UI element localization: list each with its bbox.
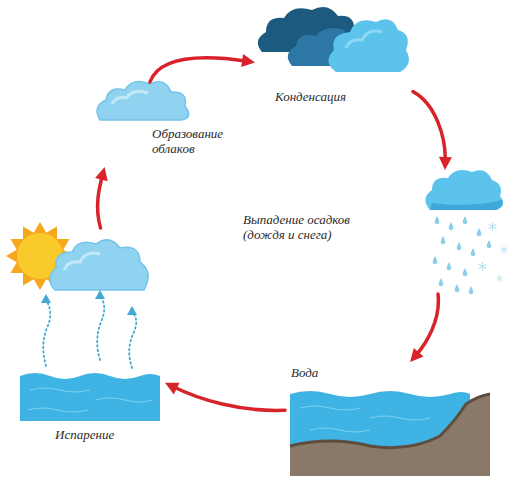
process-label: Выпадение осадков (дождя и снега) — [243, 212, 369, 242]
arrow-head — [439, 157, 452, 170]
arrow-line — [150, 58, 247, 82]
light-cloud — [328, 19, 408, 72]
cloud — [97, 82, 189, 120]
water-body — [20, 373, 160, 421]
stage-box: Образование облаков — [90, 82, 236, 167]
stage-label: Вода — [291, 365, 351, 380]
label-holder: Вода — [291, 365, 351, 380]
stage-box: Испарение — [15, 228, 165, 446]
water-waves — [28, 388, 152, 412]
label-holder: Испарение — [55, 427, 145, 442]
cycle-arrow — [150, 54, 255, 82]
arrow-line — [413, 92, 445, 356]
arrow-head — [410, 348, 423, 362]
label-holder: Образование облаков — [152, 126, 232, 156]
snowflakes — [479, 222, 508, 282]
raindrops — [433, 216, 492, 294]
cloud-highlight — [64, 253, 100, 270]
shore-edge — [290, 394, 490, 448]
cloud-highlight — [112, 91, 148, 104]
arrow-head — [241, 54, 255, 67]
arrow-head — [165, 383, 180, 395]
cloud — [50, 240, 148, 290]
rain-cloud-shade — [430, 200, 502, 210]
arrow-line — [172, 386, 285, 410]
cycle-arrow — [95, 167, 108, 228]
cloud-highlight — [346, 31, 382, 48]
stage-box: Конденсация — [255, 3, 413, 111]
arrow-line — [98, 175, 103, 228]
cycle-arrow — [410, 92, 452, 362]
stage-label: Образование облаков — [152, 126, 232, 156]
stage-box: Вода — [285, 362, 490, 477]
shore-ground — [290, 394, 490, 476]
vapour-arrowheads — [41, 290, 137, 315]
stage-label: Испарение — [55, 427, 145, 442]
cycle-arrow — [165, 383, 285, 411]
vapour-arrows — [43, 296, 136, 368]
arrow-head — [95, 167, 108, 181]
rain-cloud — [425, 170, 503, 210]
label-holder: Конденсация — [275, 89, 385, 104]
stage-label: Конденсация — [275, 89, 385, 104]
water-waves — [300, 406, 430, 432]
